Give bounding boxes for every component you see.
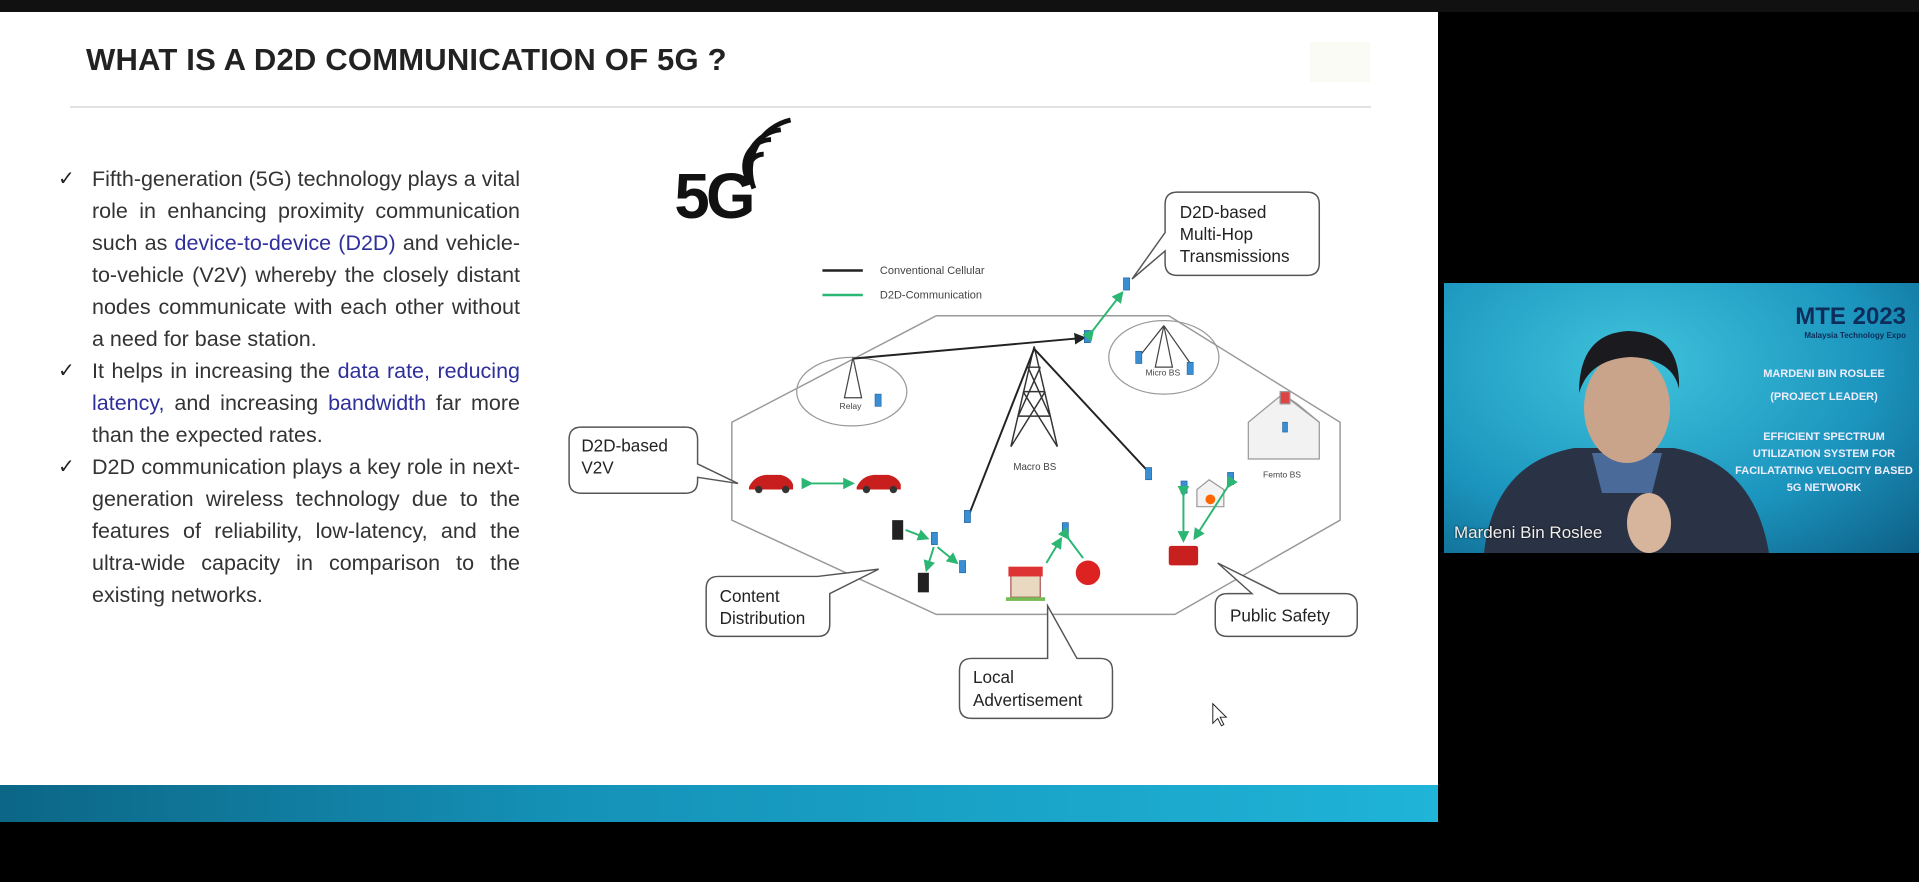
callout-v2v: D2D-based V2V (568, 426, 739, 494)
shop-icon (1005, 566, 1046, 601)
svg-text:Multi-Hop: Multi-Hop (1180, 224, 1253, 244)
svg-text:Conventional Cellular: Conventional Cellular (880, 265, 985, 277)
title-divider (70, 106, 1371, 108)
svg-text:Macro BS: Macro BS (1013, 462, 1056, 473)
svg-text:D2D-based: D2D-based (1180, 202, 1267, 222)
svg-text:D2D-Communication: D2D-Communication (880, 290, 982, 302)
svg-text:Distribution: Distribution (720, 608, 806, 628)
micro-antenna-icon (1140, 325, 1191, 368)
check-icon: ✓ (58, 360, 75, 382)
event-logo: MTE 2023 (1795, 303, 1906, 330)
presenter-role: (PROJECT LEADER) (1770, 391, 1878, 403)
slide-logo-placeholder (1310, 42, 1370, 82)
svg-text:Micro BS: Micro BS (1146, 368, 1181, 378)
car-icon (856, 474, 901, 494)
svg-text:Relay: Relay (840, 401, 863, 411)
callout-multihop: D2D-based Multi-Hop Transmissions (1131, 191, 1321, 280)
webcam-video-tile[interactable]: MTE 2023 Malaysia Technology Expo MARDEN… (1444, 283, 1919, 553)
slide-footer-bar (0, 785, 1438, 822)
device-icons (874, 277, 1288, 574)
phone-icon (917, 572, 929, 593)
cell-boundary (731, 315, 1341, 616)
car-icon (748, 474, 794, 494)
svg-text:5G: 5G (674, 161, 752, 232)
bullet-item: ✓D2D communication plays a key role in n… (58, 451, 520, 611)
svg-text:Local: Local (973, 667, 1014, 687)
5g-logo: 5G (674, 117, 792, 232)
presentation-slide: WHAT IS A D2D COMMUNICATION OF 5G ? ✓Fif… (0, 12, 1438, 785)
svg-text:D2D-based: D2D-based (581, 436, 668, 456)
callout-content: Content Distribution (705, 568, 880, 638)
svg-text:Femto BS: Femto BS (1263, 469, 1301, 479)
bullet-item: ✓It helps in increasing the data rate, r… (58, 355, 520, 451)
bullet-list: ✓Fifth-generation (5G) technology plays … (58, 163, 520, 611)
project-title: EFFICIENT SPECTRUM UTILIZATION SYSTEM FO… (1735, 431, 1913, 494)
presenter-silhouette (1484, 331, 1769, 553)
micro-cell (1108, 320, 1220, 395)
participant-name-label: Mardeni Bin Roslee (1454, 523, 1603, 542)
svg-text:Advertisement: Advertisement (973, 690, 1083, 710)
callout-safety: Public Safety (1214, 562, 1358, 638)
callout-local: Local Advertisement (958, 602, 1114, 720)
relay-cell (796, 356, 908, 427)
sale-badge-icon (1075, 560, 1101, 586)
relay-antenna-icon (843, 357, 863, 399)
macro-tower-icon (1010, 346, 1059, 448)
slide-title: WHAT IS A D2D COMMUNICATION OF 5G ? (86, 42, 727, 77)
presenter-title: MARDENI BIN ROSLEE (1763, 368, 1885, 380)
svg-text:Transmissions: Transmissions (1180, 246, 1290, 266)
svg-text:Content: Content (720, 586, 780, 606)
check-icon: ✓ (58, 168, 75, 190)
svg-text:Public Safety: Public Safety (1230, 606, 1330, 626)
mouse-cursor-icon (1212, 702, 1228, 727)
phone-icon (892, 520, 904, 540)
bullet-item: ✓Fifth-generation (5G) technology plays … (58, 163, 520, 355)
d2d-diagram: 5G Conventional Cellular D2D-Communicati… (568, 117, 1358, 727)
d2d-links (801, 290, 1238, 573)
legend: Conventional Cellular D2D-Communication (822, 265, 985, 302)
svg-text:V2V: V2V (581, 458, 614, 478)
fire-truck-icon (1168, 545, 1199, 566)
cellular-links (852, 332, 1148, 515)
top-bar (0, 0, 1919, 12)
check-icon: ✓ (58, 456, 75, 478)
